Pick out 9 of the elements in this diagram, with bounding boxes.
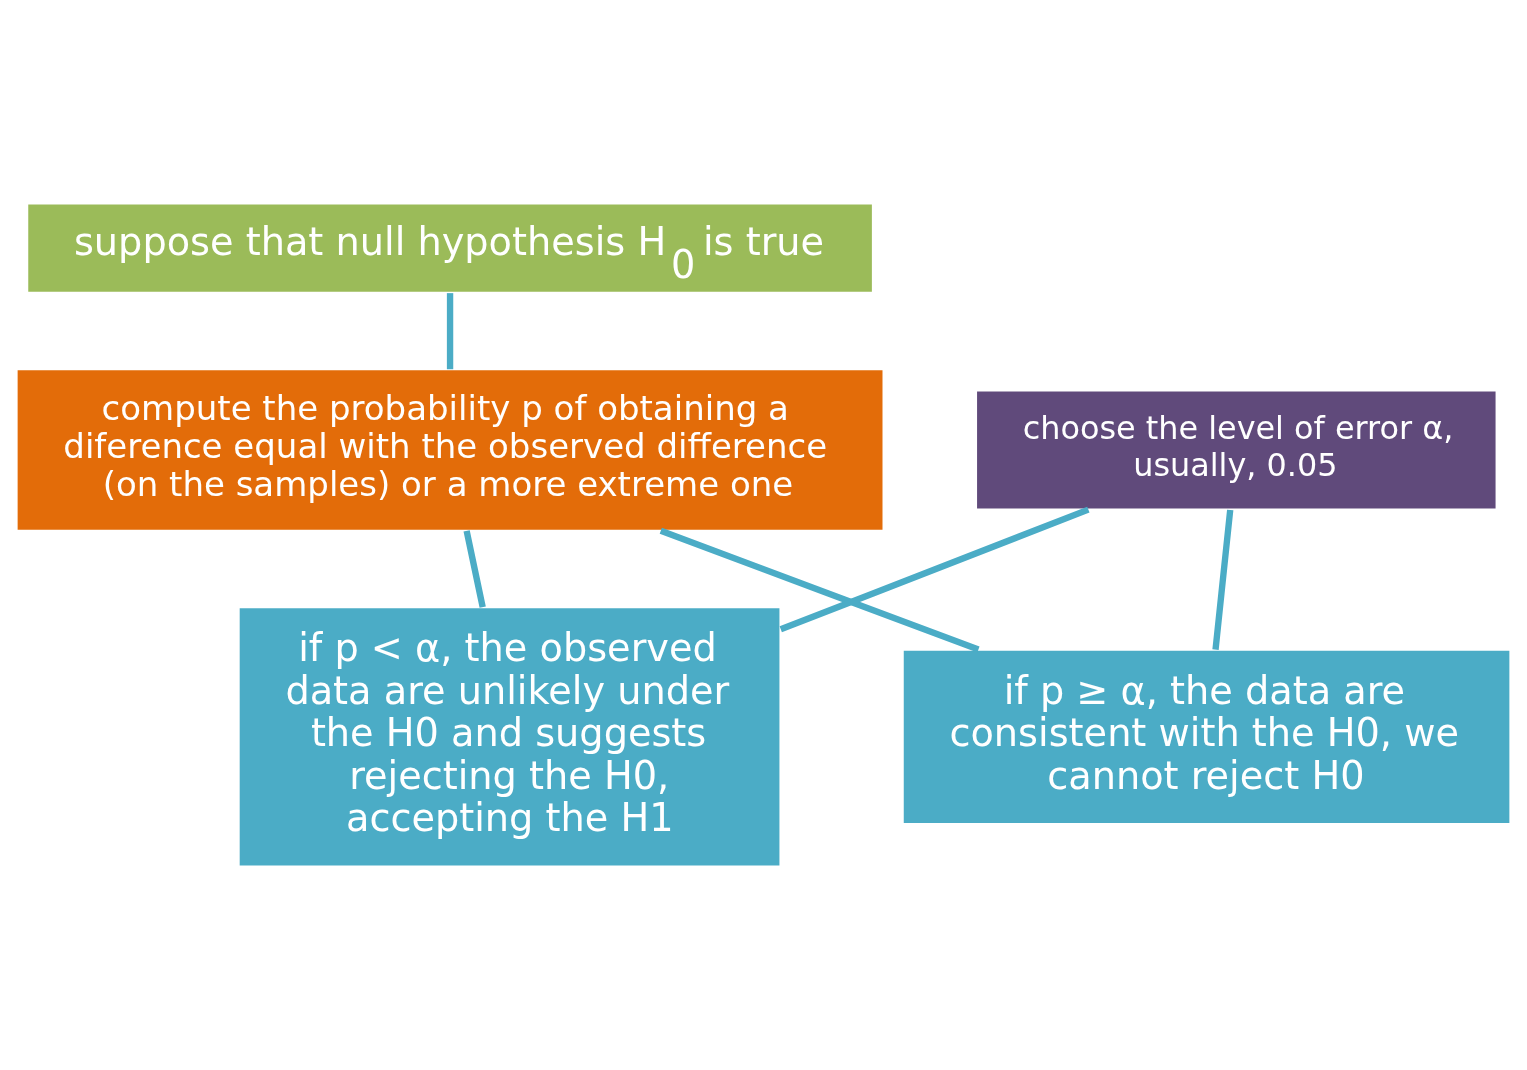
connector (659, 527, 980, 653)
node-box: if p < α, the observed data are unlikely under the H0 and suggests rejecting the H0, accepting the H1 (237, 606, 782, 868)
connector (1212, 509, 1234, 650)
connector (463, 530, 486, 608)
node-box: compute the probability p of obtaining a diference equal with the observed difference (on the samples) or a more extreme one (15, 368, 885, 532)
connector (446, 293, 454, 370)
node-box: choose the level of error α, usually, 0.05 (974, 389, 1498, 511)
connector (779, 506, 1090, 633)
node-box: if p ≥ α, the data are consistent with the H0, we cannot reject H0 (901, 648, 1512, 826)
